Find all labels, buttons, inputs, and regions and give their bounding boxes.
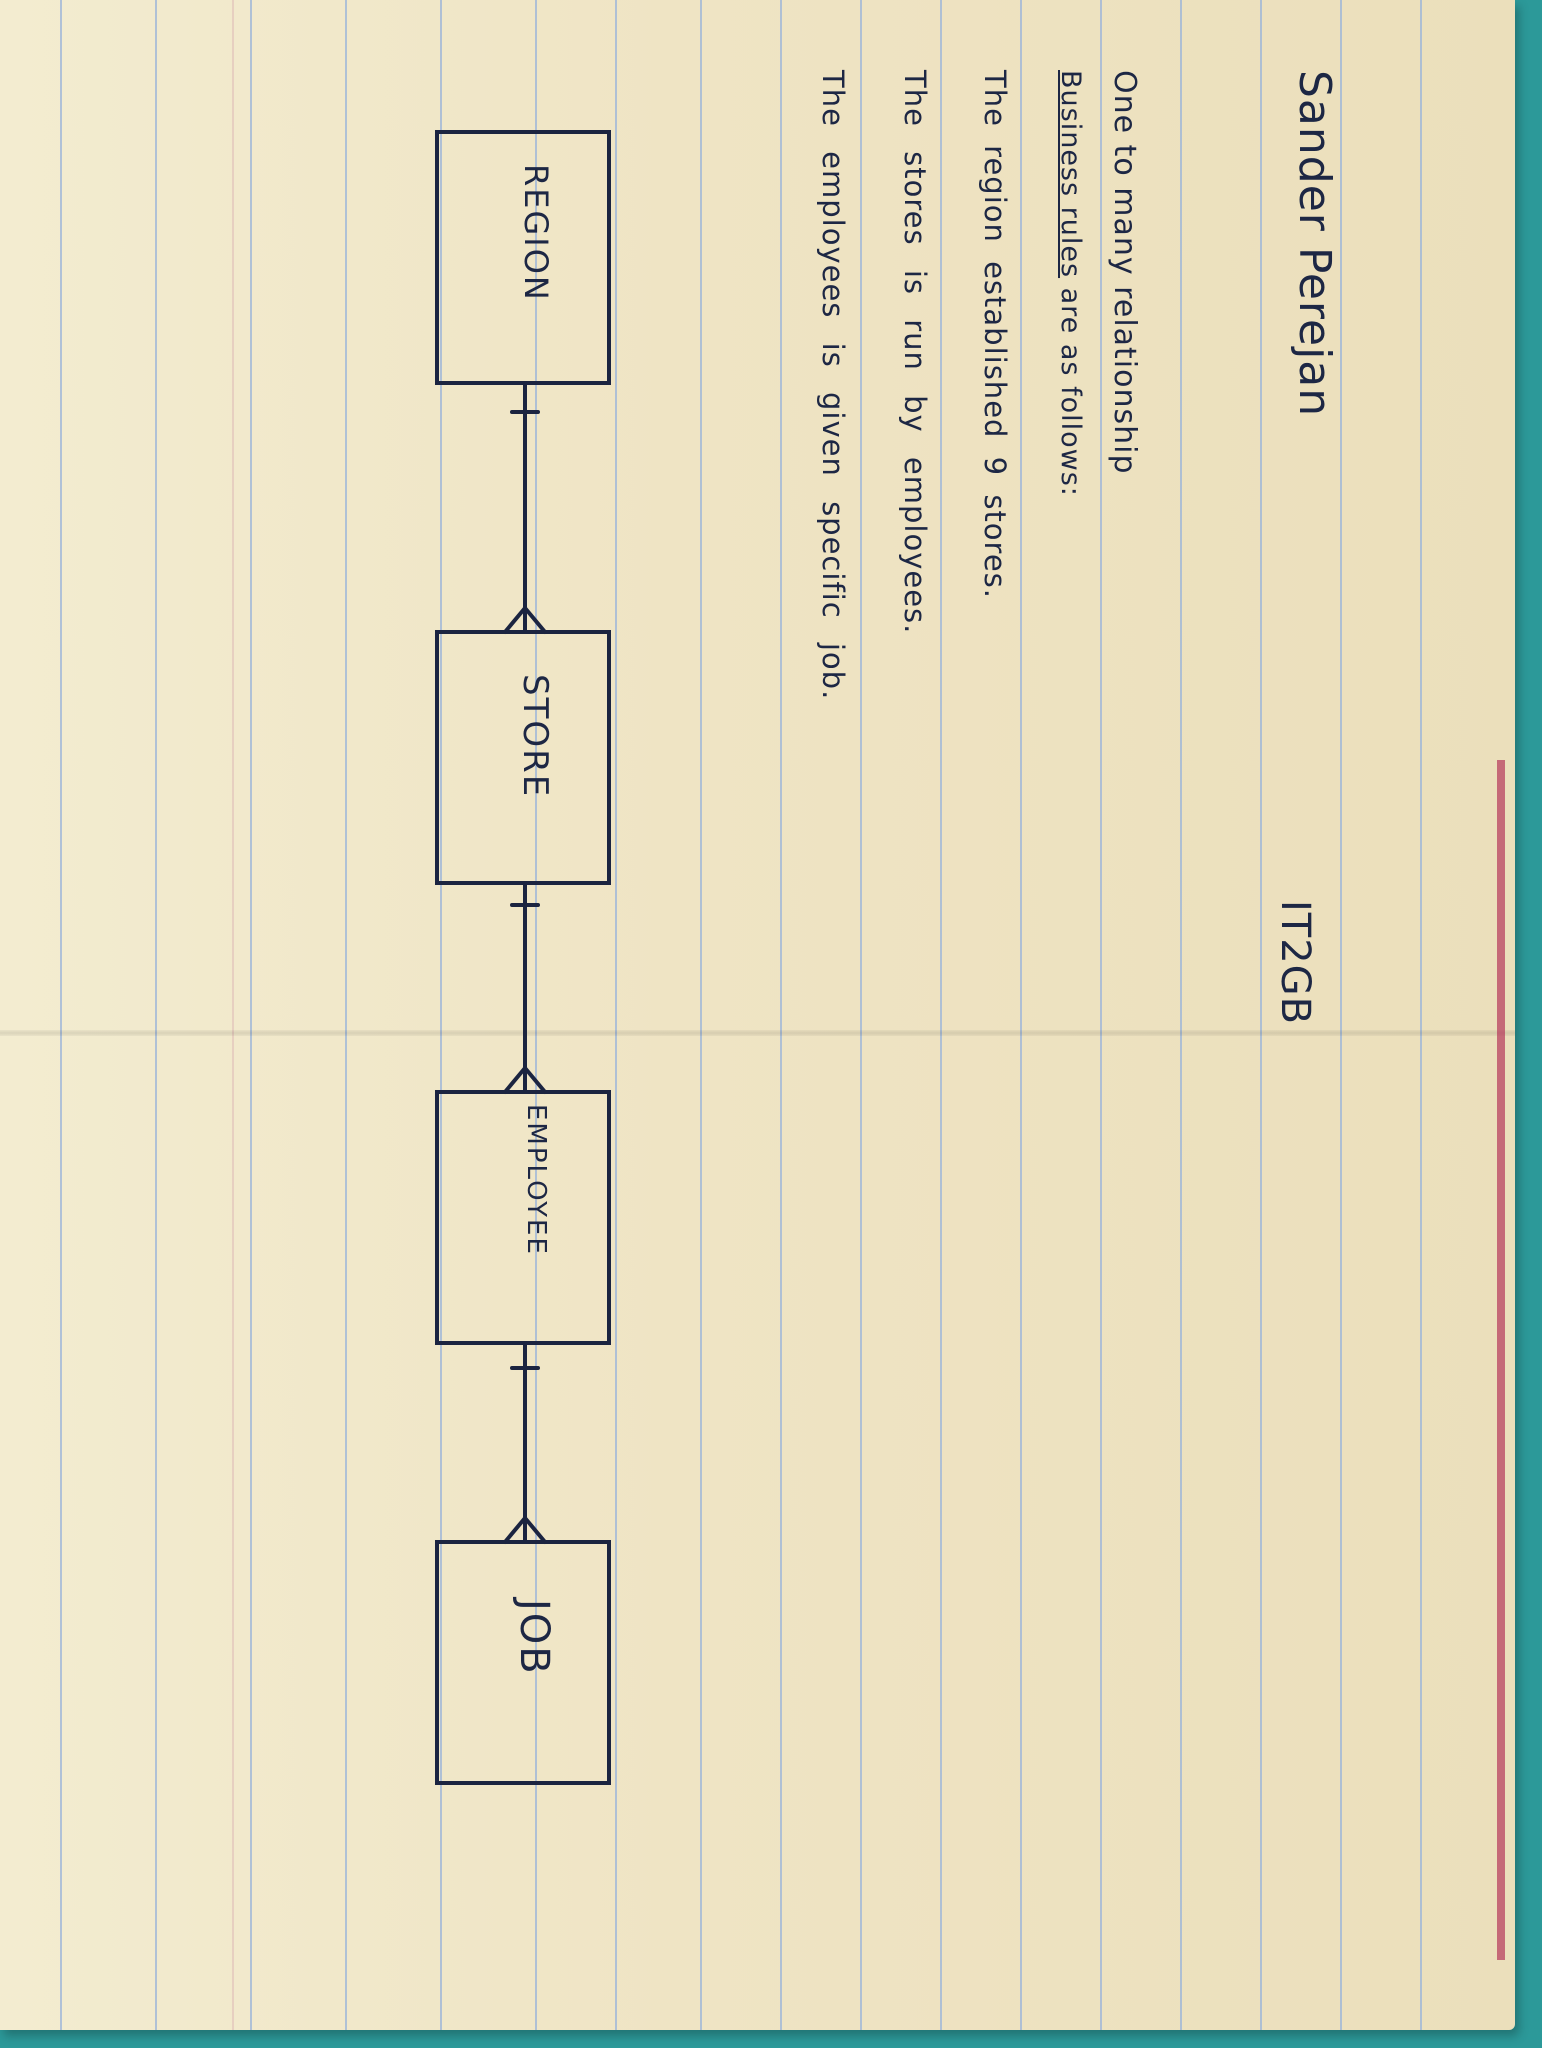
rule-line <box>535 0 537 2030</box>
rules-heading: Business rules are as follows: <box>1055 70 1086 497</box>
rule-line <box>1420 0 1422 2030</box>
business-rule: The employees is given specific job. <box>816 70 850 701</box>
paper-edge <box>1497 760 1505 1960</box>
entity-employee: EMPLOYEE <box>435 1090 611 1345</box>
entity-label: JOB <box>511 1599 557 1676</box>
notebook-paper <box>0 0 1515 2030</box>
rules-heading-rest: are as follows: <box>1055 278 1086 497</box>
rule-line <box>345 0 347 2030</box>
rule-line <box>700 0 702 2030</box>
rule-line <box>60 0 62 2030</box>
rules-heading-underlined: Business rules <box>1055 70 1086 279</box>
rule-line <box>1260 0 1262 2030</box>
rule-line <box>940 0 942 2030</box>
rule-line <box>1180 0 1182 2030</box>
entity-label: EMPLOYEE <box>521 1104 551 1256</box>
class-code: IT2GB <box>1272 900 1318 1026</box>
rule-line <box>1340 0 1342 2030</box>
entity-region: REGION <box>435 130 611 385</box>
margin-line <box>232 0 234 2030</box>
entity-label: STORE <box>515 674 555 799</box>
entity-store: STORE <box>435 630 611 885</box>
entity-label: REGION <box>517 164 555 302</box>
entity-job: JOB <box>435 1540 611 1785</box>
rule-line <box>155 0 157 2030</box>
rule-line <box>615 0 617 2030</box>
rule-line <box>860 0 862 2030</box>
page-title: One to many relationship <box>1107 70 1142 475</box>
student-name: Sander Perejan <box>1289 70 1340 418</box>
business-rule: The stores is run by employees. <box>898 70 932 635</box>
rule-line <box>1020 0 1022 2030</box>
rule-line <box>1100 0 1102 2030</box>
business-rule: The region established 9 stores. <box>978 70 1012 600</box>
rule-line <box>250 0 252 2030</box>
paper-fold <box>0 1030 1515 1036</box>
rule-line <box>780 0 782 2030</box>
rule-line <box>440 0 442 2030</box>
